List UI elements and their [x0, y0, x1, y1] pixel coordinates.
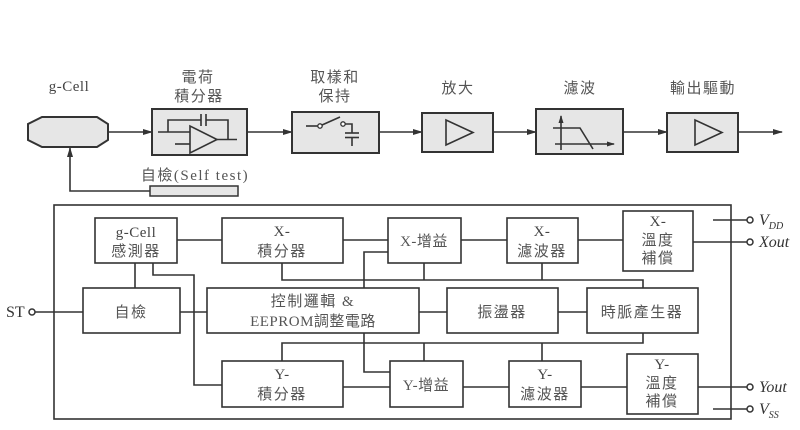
self-test-label: 自檢(Self test)	[141, 167, 249, 184]
switch-capacitor-icon	[306, 116, 359, 146]
pin-vss-main: V	[759, 401, 771, 418]
wire-control-to-xgain	[363, 251, 388, 288]
block-x-filter-line-1: X-	[534, 224, 551, 240]
self-test-bar	[149, 185, 239, 197]
block-control-line-1: 控制邏輯 &	[271, 293, 355, 310]
stage-sh-label-1: 取樣和	[310, 69, 360, 86]
block-y-gain: Y-增益	[389, 360, 464, 408]
wire-sensor-to-yint	[152, 263, 222, 386]
block-y-filter-line-2: 濾波器	[520, 386, 570, 403]
pin-st: ST	[6, 304, 36, 321]
pin-vdd-main: V	[759, 212, 771, 229]
gcell-label: g-Cell	[49, 79, 90, 95]
wire-control-to-ygain	[363, 333, 390, 373]
pin-vdd-sub: DD	[768, 221, 784, 232]
block-y-temp-comp-line-3: 補償	[645, 393, 678, 410]
stage-output-label: 輸出驅動	[670, 80, 736, 97]
block-x-integrator-line-1: X-	[274, 224, 291, 240]
block-oscillator: 振盪器	[446, 287, 559, 334]
block-y-temp-comp-line-1: Y-	[654, 357, 669, 373]
pin-xout-terminal-icon	[746, 238, 754, 246]
block-x-gain-line-1: X-增益	[400, 233, 448, 250]
pin-vss-terminal-icon	[746, 405, 754, 413]
block-gcell-sensor-line-1: g-Cell	[116, 225, 157, 241]
block-oscillator-line-1: 振盪器	[477, 304, 527, 321]
stage-filter-label: 濾波	[563, 80, 596, 97]
stage-sh-label-2: 保持	[318, 88, 351, 105]
block-clock-generator-line-1: 時脈產生器	[601, 304, 684, 321]
stage-output-box	[666, 112, 739, 153]
pin-st-terminal-icon	[28, 308, 36, 316]
pin-yout: Yout	[746, 379, 787, 396]
wires	[35, 219, 747, 410]
pin-xout-label: Xout	[758, 234, 790, 251]
block-x-temp-comp-line-1: X-	[650, 214, 667, 230]
block-x-gain: X-增益	[387, 217, 462, 264]
gcell-octagon-icon	[27, 116, 109, 148]
block-y-filter-line-1: Y-	[537, 367, 552, 383]
block-gcell-sensor: g-Cell 感測器	[94, 217, 178, 264]
block-gcell-sensor-line-2: 感測器	[111, 243, 161, 260]
pin-vss-label: VSS	[759, 401, 779, 421]
pin-vss: VSS	[746, 401, 779, 421]
block-x-temp-comp: X- 溫度 補償	[622, 210, 694, 272]
pin-yout-terminal-icon	[746, 383, 754, 391]
wire-x-clock-bus	[281, 263, 644, 288]
block-clock-generator: 時脈產生器	[586, 287, 699, 334]
block-y-filter: Y- 濾波器	[508, 360, 582, 408]
wire-y-clock-bus	[281, 333, 644, 361]
block-control-line-2: EEPROM調整電路	[250, 313, 376, 330]
low-pass-filter-icon	[553, 115, 615, 150]
block-self-test: 自檢	[82, 287, 181, 334]
amplifier-triangle-icon	[445, 118, 475, 147]
block-y-integrator-line-2: 積分器	[257, 386, 307, 403]
op-amp-integrator-icon	[158, 114, 237, 155]
block-y-integrator: Y- 積分器	[221, 360, 344, 408]
pin-xout: Xout	[746, 234, 790, 251]
stage-amp-box	[421, 112, 494, 153]
block-self-test-line-1: 自檢	[114, 304, 147, 321]
pin-st-label: ST	[6, 304, 25, 321]
block-y-integrator-line-1: Y-	[274, 367, 289, 383]
buffer-triangle-icon	[694, 118, 724, 147]
stage-integrator-label-2: 積分器	[174, 88, 224, 105]
chip-block-diagram: g-Cell 感測器 X- 積分器 X-增益 X- 濾波器 X- 溫度 補償 自…	[6, 204, 790, 421]
block-x-filter: X- 濾波器	[506, 217, 579, 264]
stage-integrator-label-1: 電荷	[181, 69, 214, 86]
block-x-temp-comp-line-2: 溫度	[641, 232, 674, 249]
pin-yout-label: Yout	[759, 379, 787, 396]
pin-vss-sub: SS	[769, 410, 779, 421]
pin-vdd: VDD	[746, 212, 784, 232]
stage-filter-box	[535, 108, 624, 155]
signal-chain: g-Cell 電荷 積分器 取樣和 保持	[27, 69, 783, 197]
block-y-temp-comp: Y- 溫度 補償	[626, 353, 699, 415]
stage-amp-label: 放大	[441, 80, 474, 97]
pin-vdd-terminal-icon	[746, 216, 754, 224]
block-control-eeprom: 控制邏輯 & EEPROM調整電路	[206, 287, 420, 334]
block-y-temp-comp-line-2: 溫度	[645, 375, 678, 392]
block-x-integrator-line-2: 積分器	[257, 243, 307, 260]
block-x-filter-line-2: 濾波器	[517, 243, 567, 260]
block-y-gain-line-1: Y-增益	[403, 377, 449, 394]
block-x-integrator: X- 積分器	[221, 217, 344, 264]
pin-vdd-label: VDD	[759, 212, 784, 232]
self-test-feedback-arrow	[67, 147, 150, 192]
block-x-temp-comp-line-3: 補償	[641, 250, 674, 267]
